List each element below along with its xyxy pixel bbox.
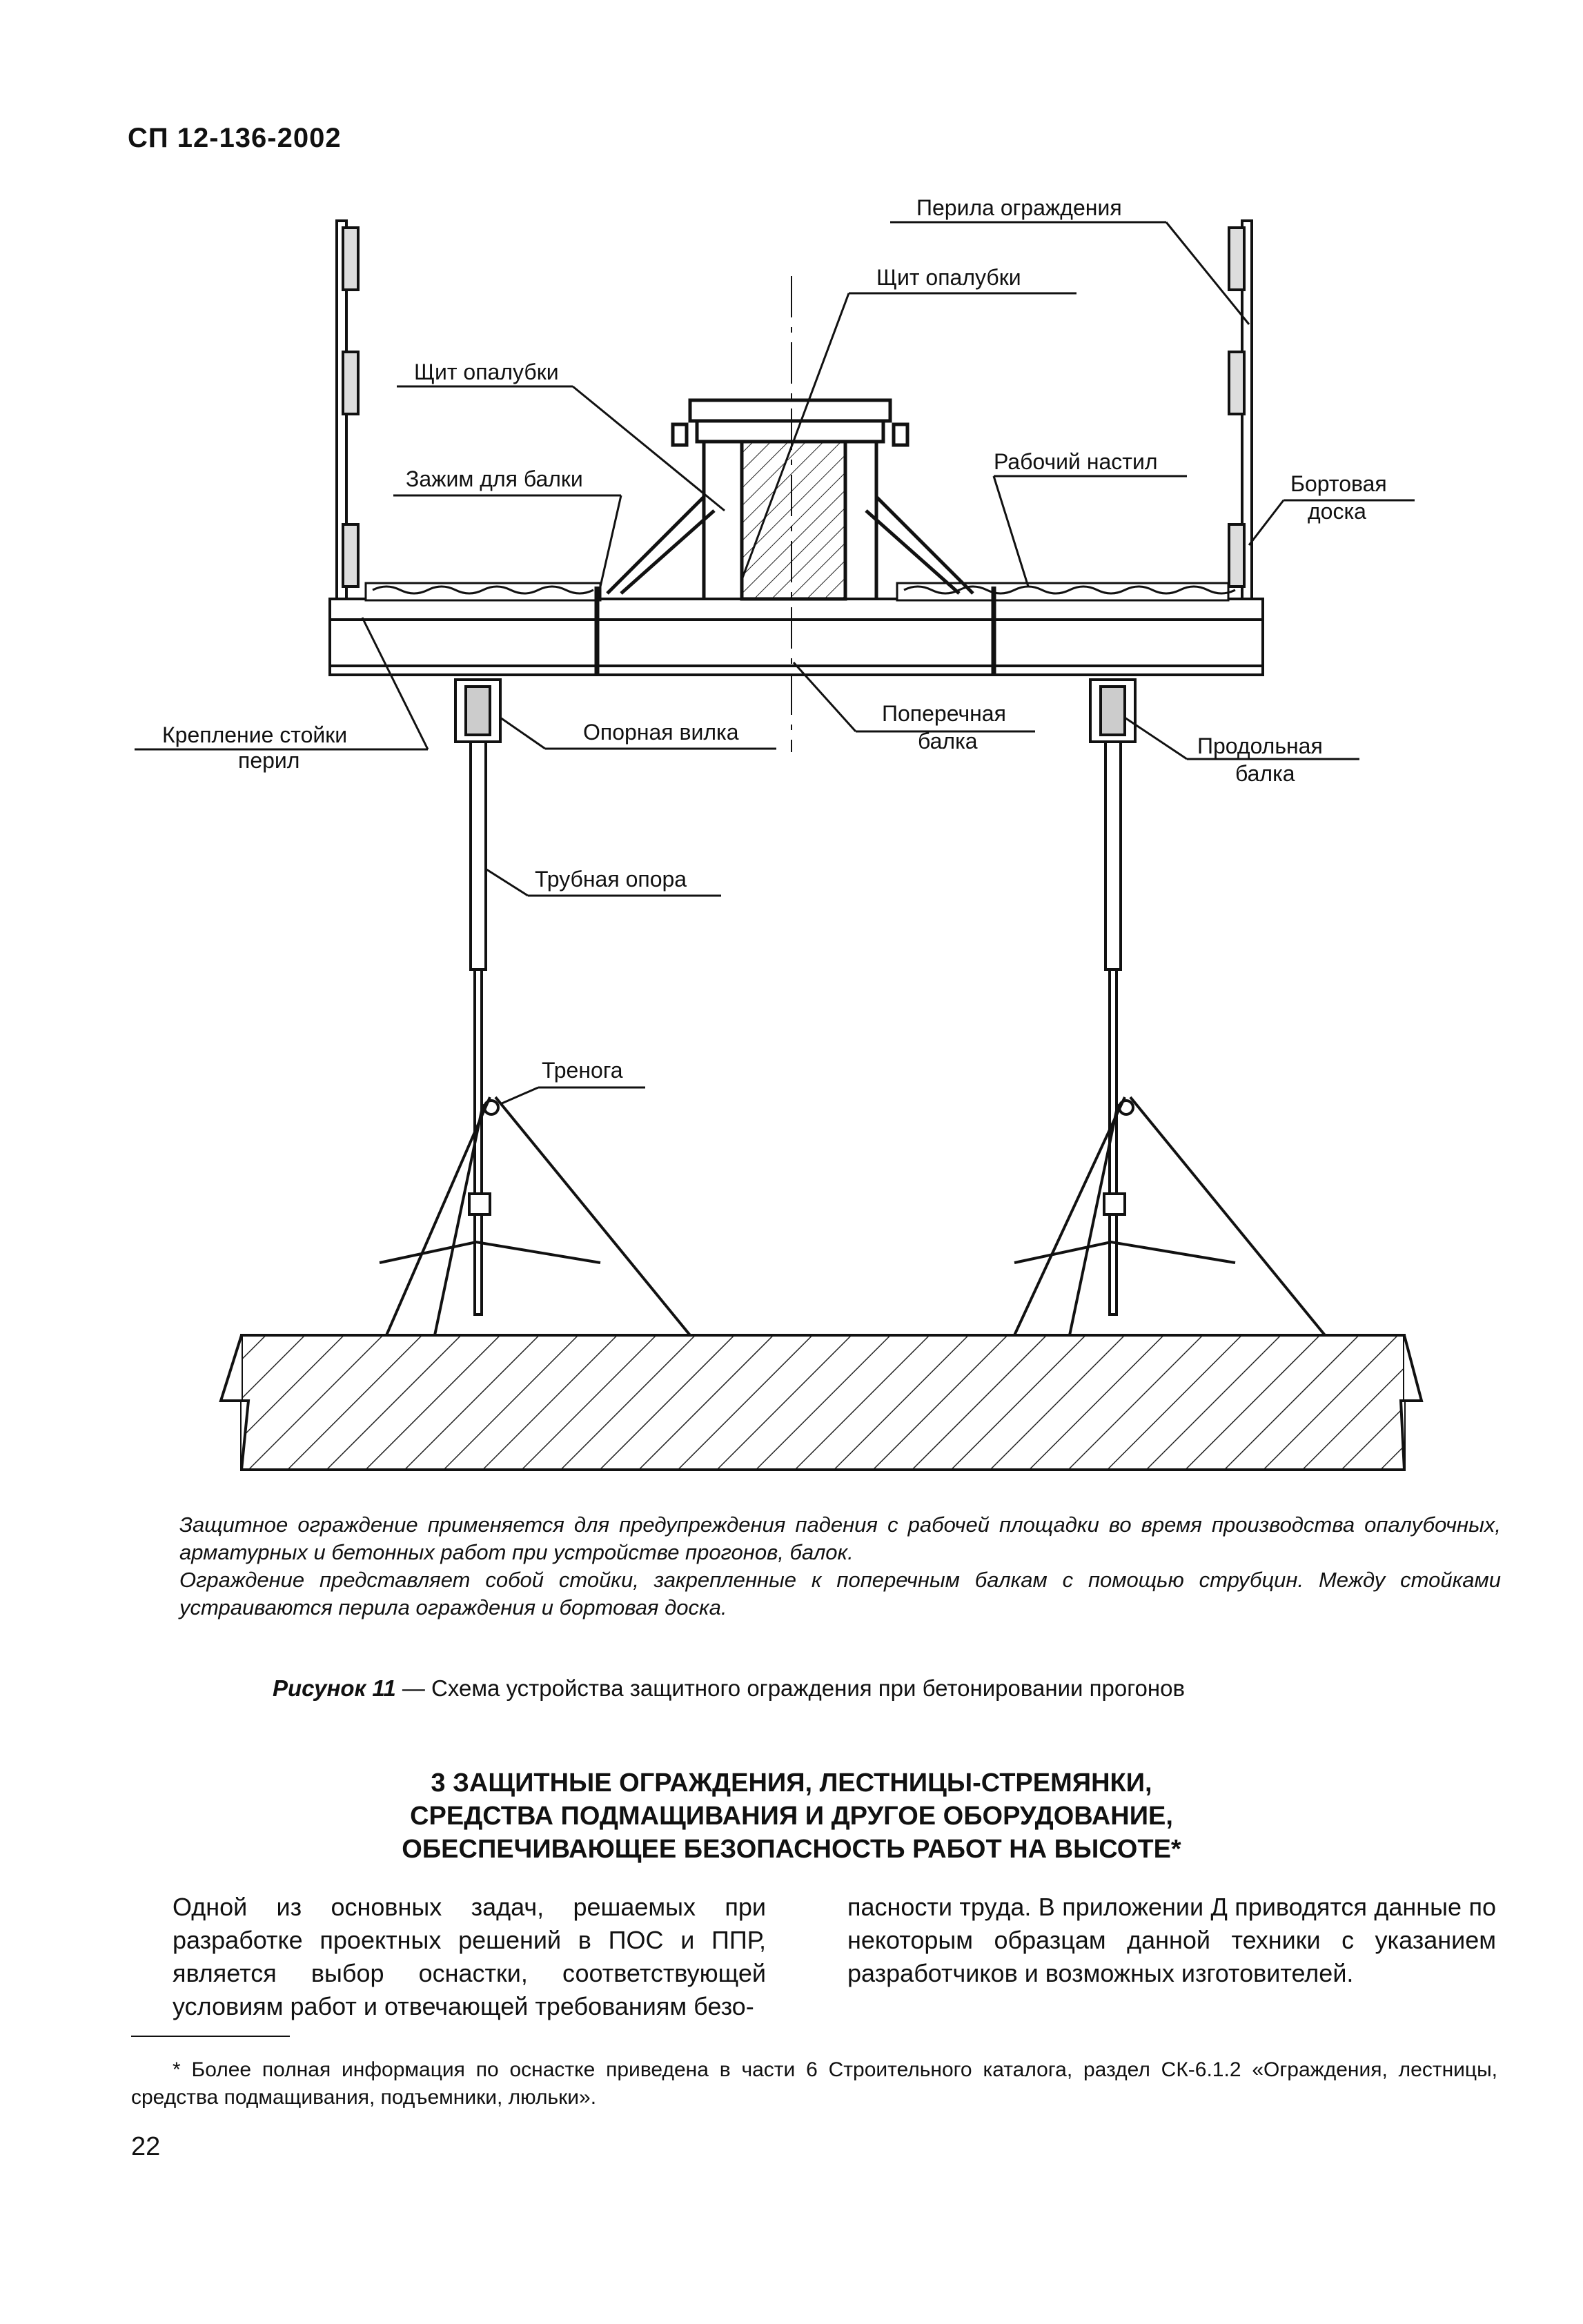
figure-labels: Перила ограждения Щит опалубки Щит опалу…	[162, 195, 1387, 1083]
footnote-divider	[131, 2036, 290, 2037]
caption-paragraph-1: Защитное ограждение применяется для пред…	[179, 1513, 1501, 1564]
section-heading-line-2: СРЕДСТВА ПОДМАЩИВАНИЯ И ДРУГОЕ ОБОРУДОВА…	[410, 1802, 1173, 1831]
label-beam-clamp: Зажим для балки	[406, 466, 583, 491]
document-code: СП 12-136-2002	[128, 123, 342, 153]
label-post-mount-1: Крепление стойки	[162, 722, 347, 747]
label-shield-top: Щит опалубки	[876, 265, 1021, 290]
section-heading-line-1: 3 ЗАЩИТНЫЕ ОГРАЖДЕНИЯ, ЛЕСТНИЦЫ-СТРЕМЯНК…	[431, 1769, 1152, 1798]
label-cross-beam-1: Поперечная	[882, 701, 1006, 726]
railing-right-post	[1228, 219, 1253, 609]
caption-paragraph-2: Ограждение представляет собой стойки, за…	[179, 1568, 1501, 1619]
label-long-beam-1: Продольная	[1197, 733, 1323, 758]
figure-11-diagram: Перила ограждения Щит опалубки Щит опалу…	[135, 195, 1424, 1471]
label-work-deck: Рабочий настил	[994, 449, 1157, 474]
figure-title-text: — Схема устройства защитного ограждения …	[395, 1675, 1185, 1701]
leader-lines	[135, 221, 1415, 1105]
work-deck	[364, 582, 1236, 602]
label-railing: Перила ограждения	[916, 195, 1122, 220]
label-cross-beam-2: балка	[918, 729, 978, 754]
left-support	[379, 678, 691, 1337]
body-column-right: пасности труда. В приложении Д приводятс…	[847, 1893, 1496, 1987]
label-side-board-2: доска	[1308, 499, 1366, 524]
cross-beam	[328, 598, 1264, 676]
label-post-mount-2: перил	[238, 748, 299, 773]
label-shield-left: Щит опалубки	[414, 360, 559, 384]
railing-left-post	[335, 219, 360, 609]
figure-title: Рисунок 11 — Схема устройства защитного …	[273, 1675, 1185, 1702]
section-heading-line-3: ОБЕСПЕЧИВАЮЩЕЕ БЕЗОПАСНОСТЬ РАБОТ НА ВЫС…	[402, 1835, 1181, 1864]
body-column-left: Одной из основных задач, решаемых при ра…	[173, 1893, 766, 2020]
label-long-beam-2: балка	[1235, 761, 1295, 786]
section-heading: 3 ЗАЩИТНЫЕ ОГРАЖДЕНИЯ, ЛЕСТНИЦЫ-СТРЕМЯНК…	[0, 1766, 1583, 1866]
figure-label: Рисунок 11	[273, 1675, 396, 1701]
page-number: 22	[131, 2132, 161, 2161]
label-side-board-1: Бортовая	[1290, 471, 1387, 496]
formwork-assembly	[606, 398, 974, 601]
label-tripod: Тренога	[542, 1058, 623, 1083]
label-support-fork: Опорная вилка	[583, 720, 739, 745]
right-support	[1013, 678, 1326, 1337]
concrete-slab	[219, 1334, 1424, 1471]
clamps	[594, 587, 996, 676]
label-tube-support: Трубная опора	[535, 867, 687, 892]
footnote: * Более полная информация по оснастке пр…	[131, 2058, 1497, 2109]
